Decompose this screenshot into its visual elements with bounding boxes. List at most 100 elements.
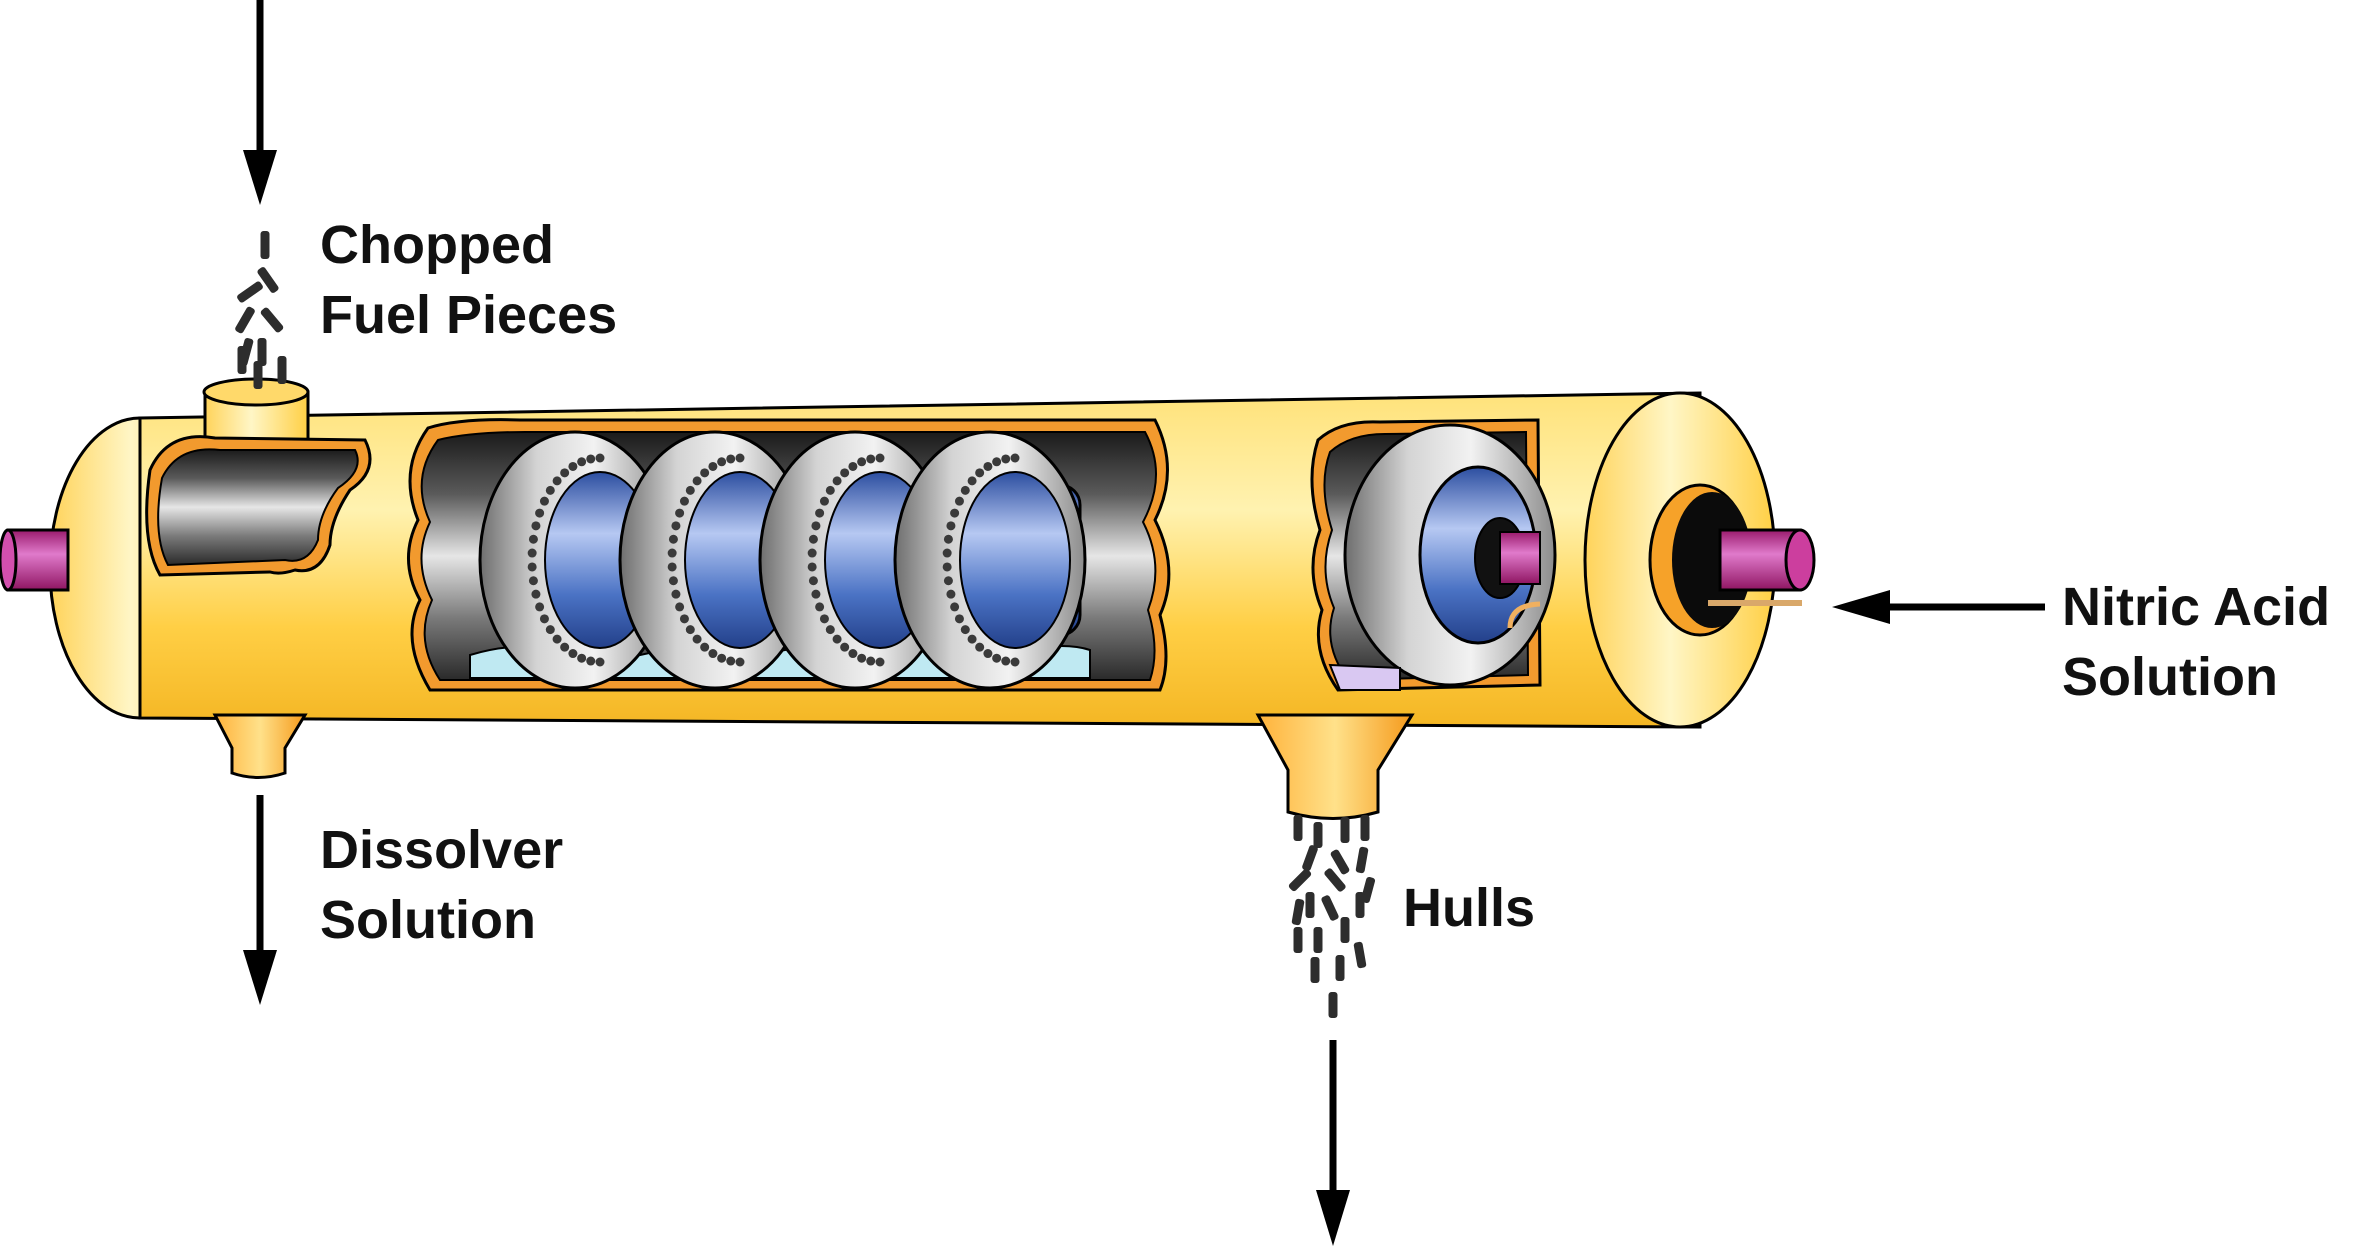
perforation-hole (825, 625, 835, 635)
perforation-hole (668, 534, 678, 544)
perforation-hole (726, 656, 736, 666)
dissolver-vessel (0, 377, 1816, 820)
perforation-hole (983, 461, 993, 471)
debris-piece (237, 346, 247, 374)
perforation-hole (960, 625, 970, 635)
debris-piece (1335, 955, 1345, 981)
perforation-hole (950, 508, 960, 518)
perforation-hole (840, 468, 850, 478)
debris-piece (1330, 849, 1350, 875)
perforation-hole (675, 508, 685, 518)
perforation-hole (528, 534, 538, 544)
perforation-hole (568, 461, 578, 471)
perforation-hole (992, 457, 1002, 467)
label-chopped-line1: Chopped (320, 215, 554, 275)
label-nitric-line1: Nitric Acid (2062, 577, 2331, 637)
disc-perforations (527, 453, 1020, 667)
chopped-fuel-pieces (235, 231, 287, 389)
perforation-hole (595, 453, 605, 463)
perforation-hole (528, 576, 538, 586)
perforated-disc (893, 430, 1087, 690)
perforation-hole (807, 548, 817, 558)
debris-piece (1293, 927, 1303, 953)
perforation-hole (560, 642, 570, 652)
hulls-arrow (1316, 1040, 1350, 1246)
perforation-hole (1001, 656, 1011, 666)
perforation-hole (568, 649, 578, 659)
perforation-hole (577, 457, 587, 467)
perforation-hole (857, 653, 867, 663)
perforation-hole (692, 476, 702, 486)
dissolver-solution-arrow (243, 795, 277, 1005)
nitric-acid-inlet-port (1648, 483, 1816, 637)
hulls-outlet-funnel (1255, 713, 1415, 820)
perforation-hole (531, 589, 541, 599)
perforation-hole (552, 476, 562, 486)
perforation-hole (717, 653, 727, 663)
debris-piece (1313, 822, 1323, 848)
perforation-hole (1001, 454, 1011, 464)
perforation-hole (531, 521, 541, 531)
perforation-hole (527, 548, 537, 558)
perforation-hole (735, 657, 745, 667)
perforation-hole (1010, 453, 1020, 463)
debris-piece (1305, 892, 1315, 918)
perforation-hole (671, 521, 681, 531)
perforation-hole (857, 457, 867, 467)
perforation-hole (679, 614, 689, 624)
debris-piece (1313, 927, 1323, 953)
perforation-hole (717, 457, 727, 467)
perforation-hole (807, 562, 817, 572)
debris-piece (1310, 957, 1320, 983)
perforation-hole (1010, 657, 1020, 667)
debris-piece (1293, 815, 1303, 841)
label-chopped-line2: Fuel Pieces (320, 285, 618, 345)
debris-piece (257, 267, 279, 293)
debris-piece (237, 281, 263, 303)
label-chopped-fuel-pieces: Chopped Fuel Pieces (320, 210, 617, 350)
perforation-hole (586, 656, 596, 666)
drum-end-cutaway (1310, 418, 1557, 692)
debris-piece (1288, 868, 1312, 892)
perforation-hole (700, 468, 710, 478)
perforation-hole (819, 496, 829, 506)
label-nitric-line2: Solution (2062, 647, 2278, 707)
label-hulls: Hulls (1403, 873, 1535, 943)
perforation-hole (946, 521, 956, 531)
debris-piece (1340, 817, 1350, 843)
perforation-hole (967, 476, 977, 486)
perforation-hole (954, 614, 964, 624)
perforation-hole (595, 657, 605, 667)
perforation-hole (942, 548, 952, 558)
perforation-hole (983, 649, 993, 659)
perforation-hole (815, 602, 825, 612)
perforation-hole (954, 496, 964, 506)
perforation-hole (866, 454, 876, 464)
label-hulls-line1: Hulls (1403, 878, 1536, 938)
perforation-hole (950, 602, 960, 612)
perforation-hole (726, 454, 736, 464)
feed-arrow (243, 0, 277, 205)
perforation-hole (832, 476, 842, 486)
perforation-hole (535, 508, 545, 518)
perforation-hole (975, 642, 985, 652)
debris-piece (1291, 898, 1305, 926)
hull-pieces (1288, 815, 1376, 1018)
perforation-hole (671, 589, 681, 599)
debris-piece (1353, 941, 1367, 969)
perforation-hole (560, 468, 570, 478)
perforation-hole (811, 521, 821, 531)
perforation-hole (992, 653, 1002, 663)
perforation-hole (848, 649, 858, 659)
perforation-hole (808, 576, 818, 586)
debris-piece (253, 361, 263, 389)
perforation-hole (875, 657, 885, 667)
perforation-hole (819, 614, 829, 624)
nitric-acid-arrow (1832, 590, 2045, 624)
debris-piece (1321, 895, 1339, 921)
perforation-hole (815, 508, 825, 518)
perforation-hole (668, 576, 678, 586)
label-dissolver-solution: Dissolver Solution (320, 815, 563, 955)
perforation-hole (545, 485, 555, 495)
debris-piece (1340, 917, 1350, 943)
